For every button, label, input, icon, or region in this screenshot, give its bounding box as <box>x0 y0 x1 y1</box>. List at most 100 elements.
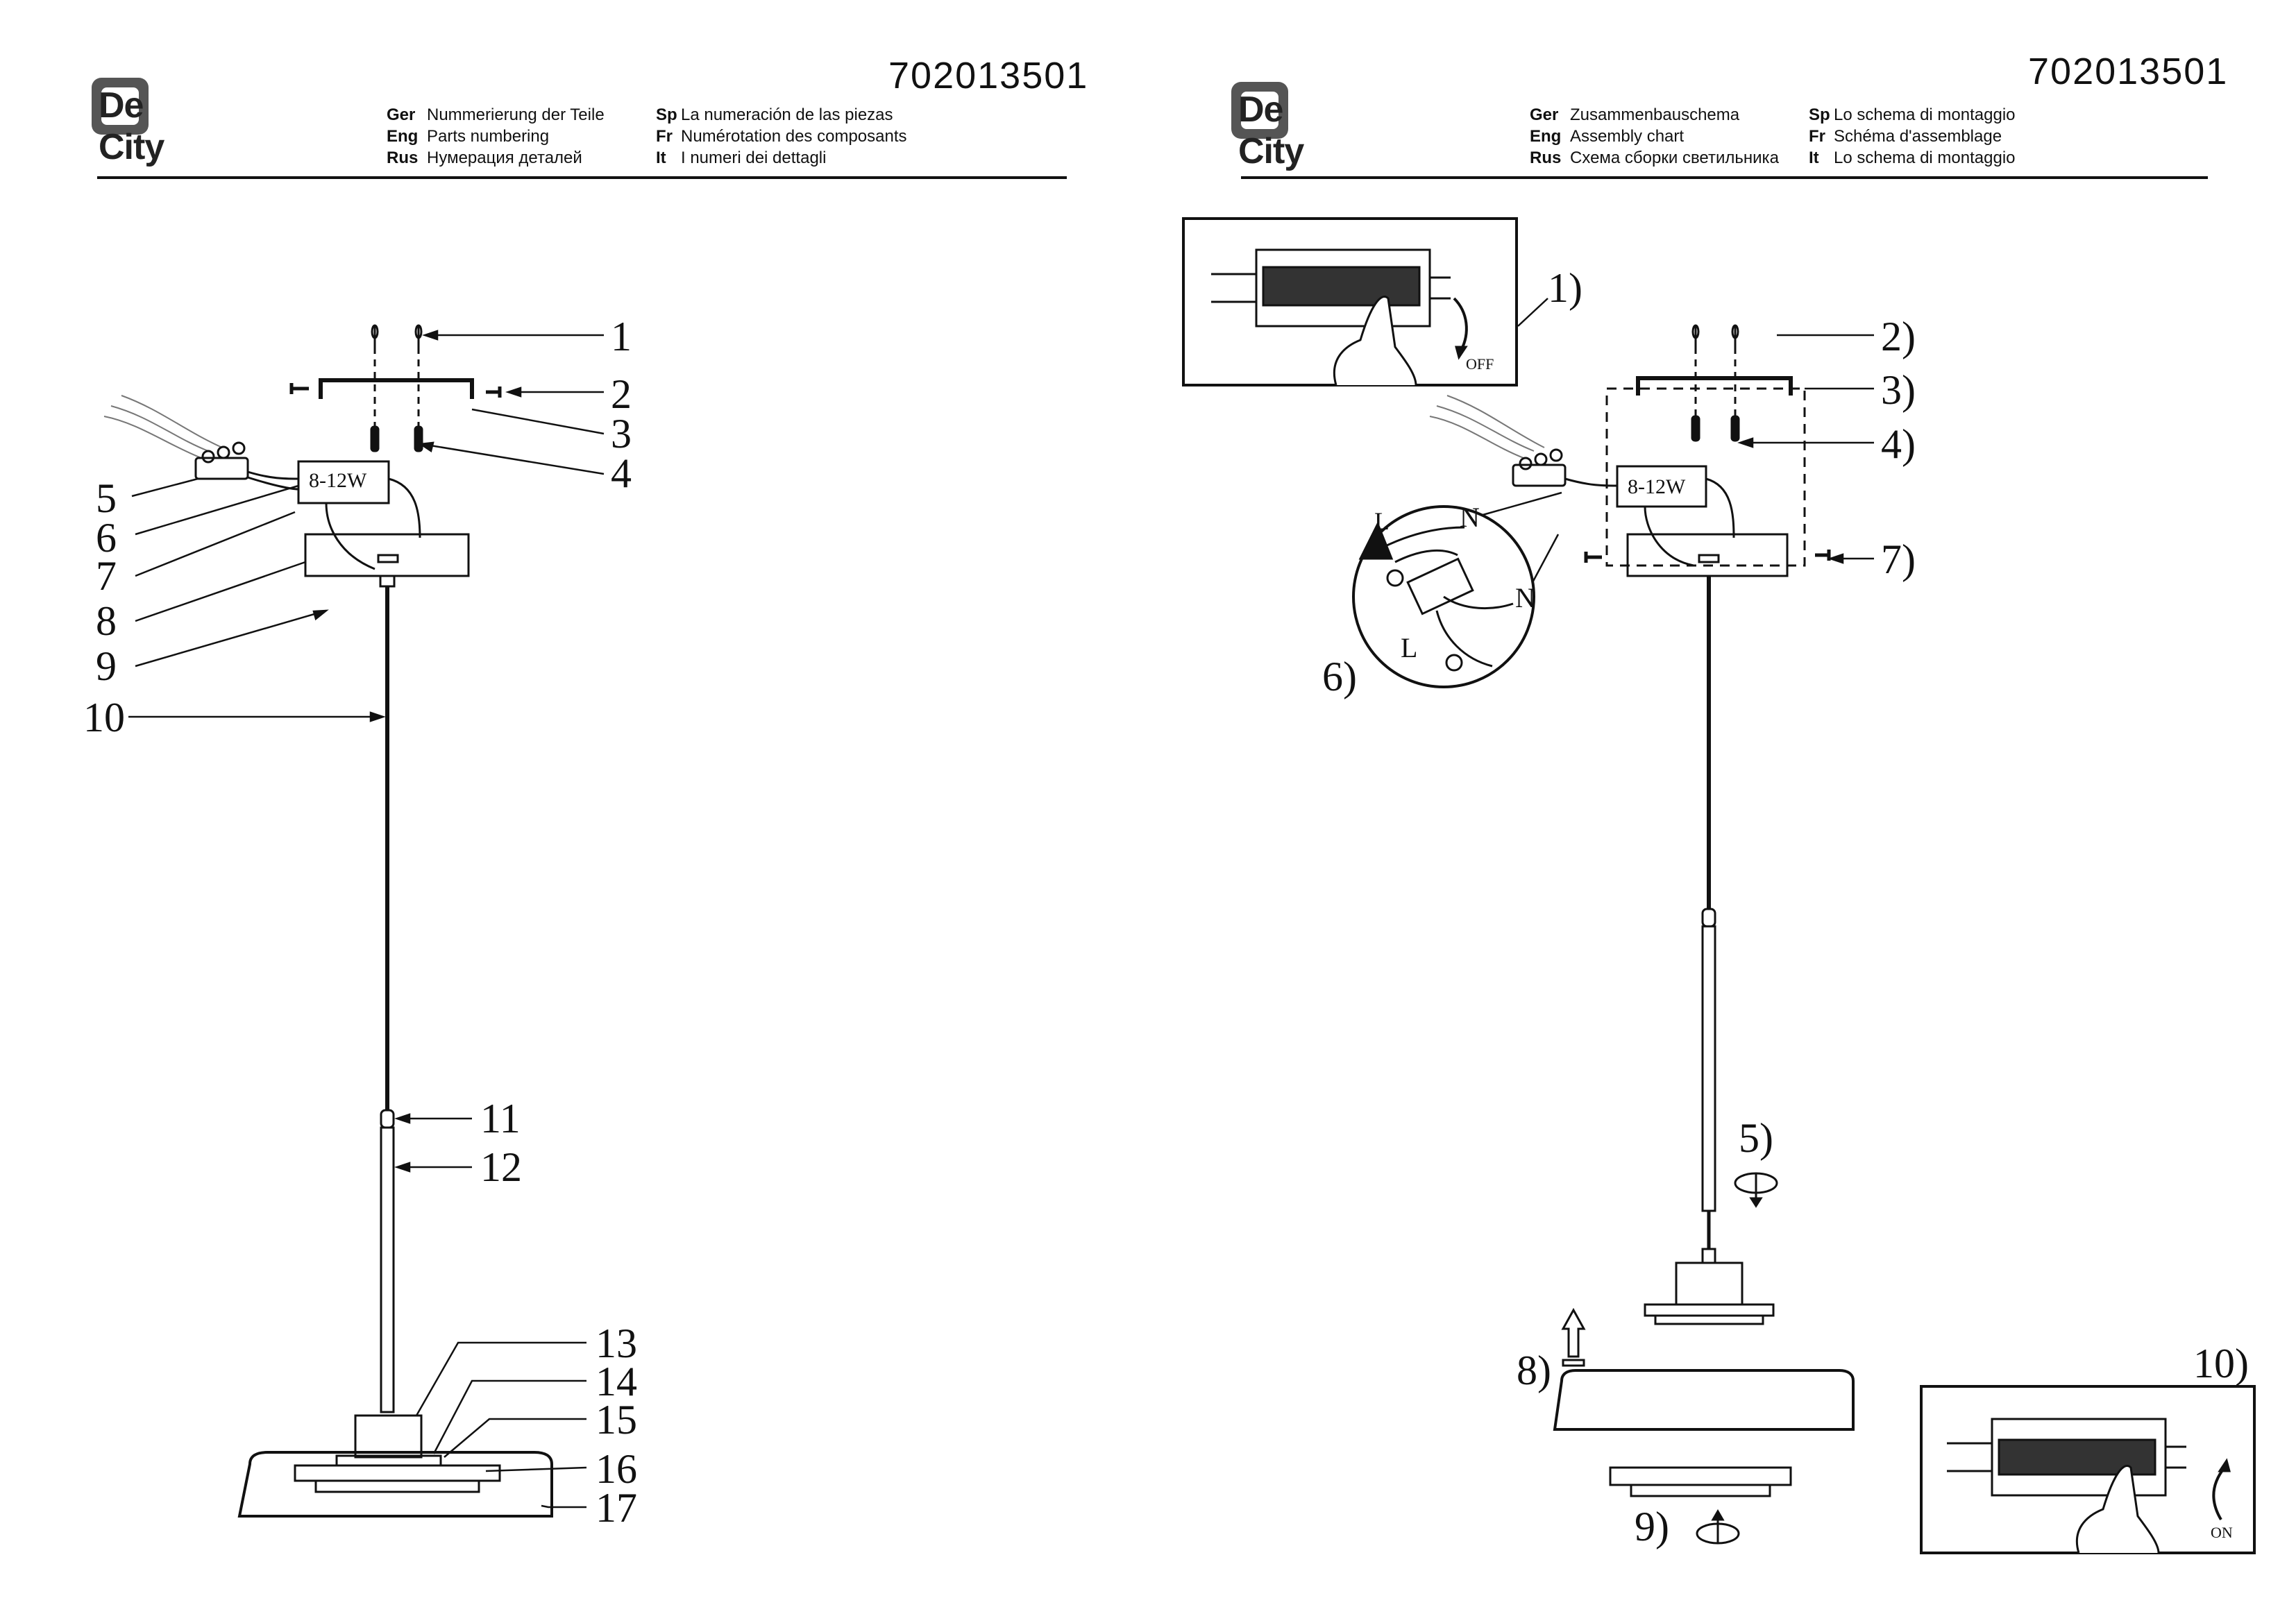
logo-mark <box>92 78 149 135</box>
cable-grip <box>379 575 396 588</box>
wire-l <box>1435 610 1493 668</box>
anchor-icon <box>370 425 423 452</box>
off-label: OFF <box>1466 355 1494 373</box>
part-number-2: 2 <box>611 371 632 417</box>
mounting-bracket <box>319 378 474 399</box>
canopy-clamp <box>1698 554 1720 563</box>
terminal-block-detail <box>1406 557 1474 615</box>
mounting-bracket <box>1636 376 1793 396</box>
step-6: 6) <box>1322 654 1357 699</box>
breaker-icon <box>1947 1418 2186 1497</box>
part-number-17: 17 <box>596 1485 637 1531</box>
header-divider-left <box>97 176 1067 179</box>
tube-cap <box>1701 908 1716 928</box>
arrow-up-base <box>1562 1359 1585 1367</box>
part-number-7: 7 <box>96 553 117 599</box>
part-number-11: 11 <box>480 1096 521 1141</box>
cable-grip <box>1701 1248 1716 1264</box>
part-number-12: 12 <box>480 1144 522 1190</box>
brand-logo-right: De City <box>1231 82 1304 171</box>
leader-lines <box>128 330 605 1509</box>
part-number-8: 8 <box>96 598 117 644</box>
supply-wire <box>103 416 202 459</box>
driver-wire <box>325 502 375 570</box>
step-9: 9) <box>1635 1504 1669 1549</box>
leader-lines <box>1737 334 1874 564</box>
document-number-left: 702013501 <box>888 55 1089 96</box>
terminal-block <box>1512 448 1567 487</box>
lamp-shade <box>237 1451 553 1518</box>
lamp-fitting <box>1675 1261 1744 1306</box>
step-1: 1) <box>1548 265 1582 311</box>
part-number-3: 3 <box>611 411 632 457</box>
driver-wire <box>1564 477 1618 487</box>
parts-diagram <box>103 324 605 1518</box>
led-driver-box <box>297 460 390 504</box>
arrow-head <box>2218 1458 2231 1472</box>
wire-label-n: N <box>1460 502 1480 533</box>
rotate-icon-arrowhead <box>1749 1197 1763 1208</box>
part-number-5: 5 <box>96 475 117 521</box>
brand-name: De City <box>99 85 164 167</box>
part-number-1: 1 <box>611 314 632 359</box>
step-5: 5) <box>1739 1115 1773 1161</box>
anchor-icon <box>1691 415 1740 442</box>
diffuser <box>294 1464 501 1482</box>
lamp-ring-lower <box>1654 1314 1764 1325</box>
supply-wire <box>1446 395 1545 448</box>
leader-line <box>1517 298 1548 327</box>
arrow-down-icon <box>1453 297 1468 351</box>
wire-n <box>1443 595 1514 609</box>
arrow-up-icon <box>1561 1307 1586 1358</box>
side-screw-icon <box>289 383 309 394</box>
driver-wire <box>1705 477 1735 538</box>
lamp-ring <box>1644 1303 1775 1317</box>
driver-label: 8-12W <box>309 469 367 492</box>
suspension-tube <box>380 1126 395 1413</box>
supply-wire <box>1436 405 1535 452</box>
supply-wire <box>1429 416 1524 459</box>
screw-icon <box>1691 324 1739 347</box>
supply-wire <box>110 405 209 452</box>
hand-icon <box>1333 296 1417 386</box>
part-number-16: 16 <box>596 1446 637 1492</box>
part-number-6: 6 <box>96 515 117 561</box>
part-number-9: 9 <box>96 643 117 689</box>
warning-icon <box>1358 521 1394 560</box>
step-8: 8) <box>1517 1348 1551 1393</box>
side-screw-icon <box>1584 552 1602 563</box>
wire-n <box>1381 526 1465 550</box>
step-4: 4) <box>1881 421 1916 467</box>
step-2: 2) <box>1881 314 1916 359</box>
wire-label-l: L <box>1401 632 1418 663</box>
rotate-icon-arrowhead <box>1711 1509 1725 1521</box>
driver-label: 8-12W <box>1628 475 1686 498</box>
terminal-block <box>194 441 249 480</box>
driver-wire <box>247 476 299 491</box>
part-number-4: 4 <box>611 450 632 496</box>
assembly-diagram <box>1182 217 2256 1554</box>
arrow-head <box>1455 346 1468 360</box>
ground-icon <box>1445 654 1463 672</box>
led-panel <box>314 1479 480 1493</box>
ground-icon <box>1386 569 1404 587</box>
driver-wire <box>247 470 299 480</box>
part-number-10: 10 <box>83 695 125 740</box>
hand-icon <box>2075 1465 2160 1554</box>
driver-wire <box>1644 506 1694 567</box>
part-number-14: 14 <box>596 1359 637 1404</box>
part-number-15: 15 <box>596 1397 637 1443</box>
logo-mark <box>1231 82 1288 139</box>
